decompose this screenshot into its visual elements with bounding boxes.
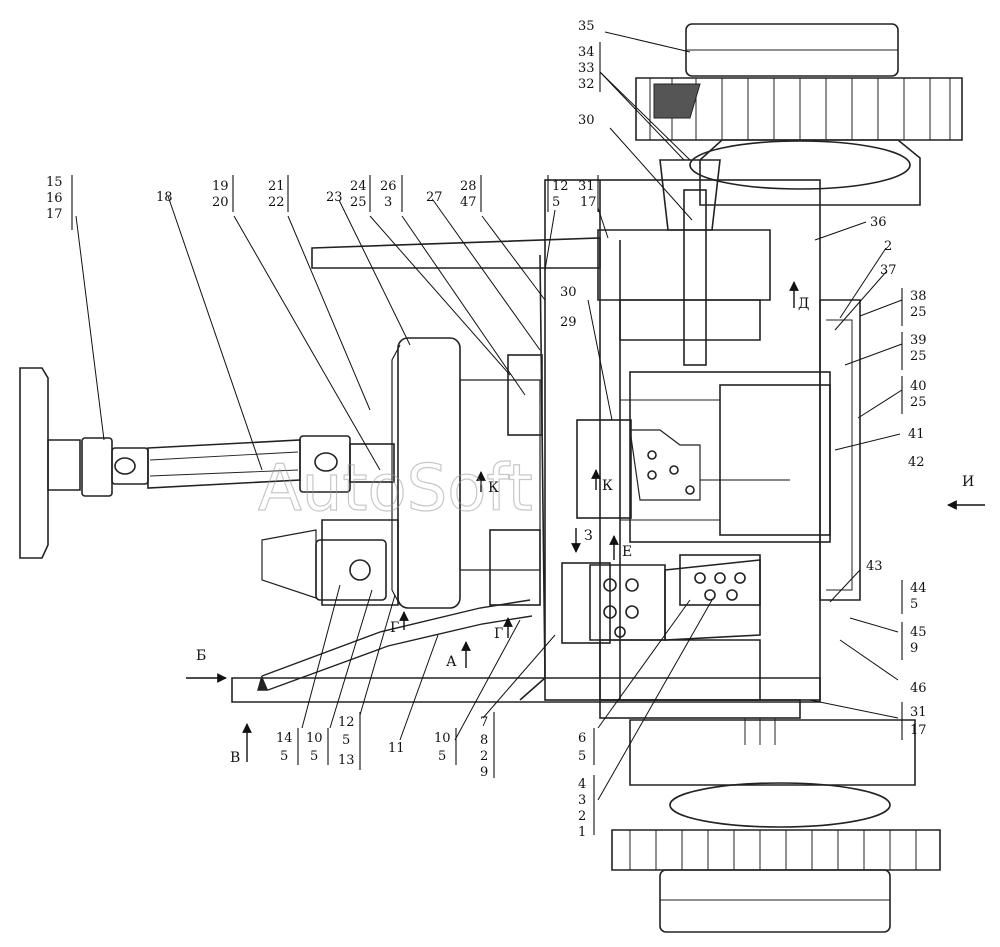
view-letter-a: А	[446, 654, 457, 670]
callout-17-left: 17	[46, 207, 63, 222]
callout-42: 42	[908, 455, 925, 470]
callout-30-mid: 30	[560, 285, 577, 300]
callout-35: 35	[578, 19, 595, 34]
callout-34: 34	[578, 45, 595, 60]
callout-25-b: 25	[910, 305, 927, 320]
view-arrows	[186, 281, 985, 762]
callout-27: 27	[426, 190, 443, 205]
callout-9-right: 9	[910, 641, 918, 656]
view-letter-k2: К	[602, 478, 613, 494]
view-letter-z: З	[584, 528, 593, 544]
callout-18: 18	[156, 190, 173, 205]
view-letter-g1: Г	[390, 620, 399, 636]
callout-4: 4	[578, 777, 586, 792]
callout-46: 46	[910, 681, 927, 696]
callout-5-b3: 5	[342, 733, 350, 748]
callout-40: 40	[910, 379, 927, 394]
leader-lines	[75, 31, 903, 801]
view-letter-e: Е	[622, 544, 632, 560]
callout-20: 20	[212, 195, 229, 210]
callout-2-right: 2	[884, 239, 892, 254]
callout-23: 23	[326, 190, 343, 205]
callout-25-a: 25	[350, 195, 367, 210]
pto-housing	[261, 337, 543, 609]
callout-10-a: 10	[306, 731, 323, 746]
view-letter-g2: Г	[494, 626, 503, 642]
callout-22: 22	[268, 195, 285, 210]
central-gearbox	[597, 159, 861, 745]
callout-41: 41	[908, 427, 925, 442]
callout-19: 19	[212, 179, 229, 194]
frame-outline	[231, 179, 821, 703]
callout-12-top: 12	[552, 179, 569, 194]
callout-numbers: 35 34 33 32 30 15 16 17 18 19 20 21 22 2…	[46, 19, 927, 840]
callout-29: 29	[560, 315, 577, 330]
hydraulic-pipe	[257, 599, 533, 691]
view-letter-v: В	[230, 750, 240, 766]
callout-5-b2: 5	[310, 749, 318, 764]
callout-3-bottom: 3	[578, 793, 586, 808]
pump-block	[561, 419, 761, 644]
callout-17-bottom: 17	[910, 723, 927, 738]
callout-37: 37	[880, 263, 897, 278]
callout-5-b1: 5	[280, 749, 288, 764]
callout-14: 14	[276, 731, 293, 746]
callout-5-b5: 5	[578, 749, 586, 764]
callout-2-b2: 2	[578, 809, 586, 824]
callout-3-top: 3	[384, 195, 392, 210]
callout-17-top: 17	[580, 195, 597, 210]
callout-16: 16	[46, 191, 63, 206]
watermark-text: AutoSoft	[258, 452, 533, 526]
callout-21: 21	[268, 179, 285, 194]
callout-7: 7	[480, 715, 488, 730]
view-letters: Д И Б В А Е З Г Г К К	[196, 296, 974, 766]
callout-8: 8	[480, 733, 488, 748]
view-letter-b-side: Б	[196, 648, 206, 664]
callout-44: 44	[910, 581, 927, 596]
callout-2-bottom: 2	[480, 749, 488, 764]
callout-15: 15	[46, 175, 63, 190]
callout-25-d: 25	[910, 395, 927, 410]
driveshaft	[19, 367, 395, 559]
lower-wheel	[611, 719, 941, 933]
callout-12-bottom: 12	[338, 715, 355, 730]
callout-36: 36	[870, 215, 887, 230]
callout-5-right: 5	[910, 597, 918, 612]
callout-28: 28	[460, 179, 477, 194]
callout-9-bottom: 9	[480, 765, 488, 780]
callout-39: 39	[910, 333, 927, 348]
callout-1: 1	[578, 825, 586, 840]
callout-6: 6	[578, 731, 586, 746]
callout-13: 13	[338, 753, 355, 768]
callout-bars	[71, 42, 903, 835]
callout-32: 32	[578, 77, 595, 92]
callout-31-top: 31	[578, 179, 595, 194]
view-letter-i: И	[962, 474, 974, 490]
callout-38: 38	[910, 289, 927, 304]
callout-11: 11	[388, 741, 405, 756]
callout-24: 24	[350, 179, 367, 194]
callout-33: 33	[578, 61, 595, 76]
callout-30-top: 30	[578, 113, 595, 128]
callout-45: 45	[910, 625, 927, 640]
callout-10-b: 10	[434, 731, 451, 746]
callout-47: 47	[460, 195, 477, 210]
callout-5-top: 5	[552, 195, 560, 210]
callout-5-b4: 5	[438, 749, 446, 764]
callout-31-bottom: 31	[910, 705, 927, 720]
view-letter-k1: К	[488, 480, 499, 496]
view-letter-d: Д	[798, 296, 809, 312]
callout-43: 43	[866, 559, 883, 574]
callout-25-c: 25	[910, 349, 927, 364]
callout-26: 26	[380, 179, 397, 194]
